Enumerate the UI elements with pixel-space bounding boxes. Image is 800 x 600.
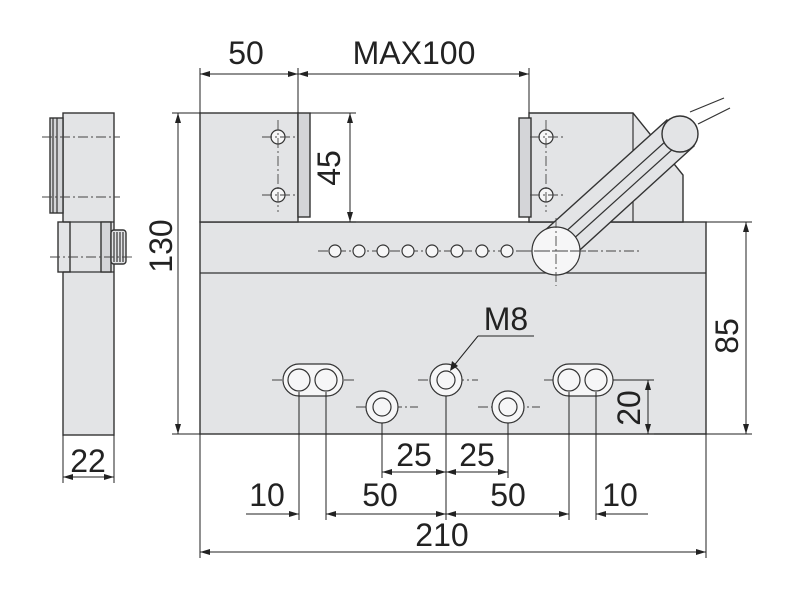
- vise-body: [199, 221, 707, 435]
- side-body: [62, 112, 115, 436]
- dim-hole-spacing: 10 50 50 10: [246, 477, 648, 517]
- dim-jaw-width: 50: [199, 35, 299, 113]
- fixed-jaw-plate: [297, 112, 311, 218]
- dim-pitch: 25 25: [382, 437, 508, 475]
- extension-lines: [199, 392, 707, 558]
- fixed-jaw: [199, 112, 299, 223]
- offset-right-label: 10: [602, 477, 638, 513]
- span-right-label: 50: [490, 477, 526, 513]
- dim-hole-height: 20: [611, 379, 706, 435]
- total-length-label: 210: [415, 517, 468, 553]
- thread-label: M8: [484, 301, 528, 337]
- side-view: [42, 112, 134, 436]
- dim-total-length: 210: [200, 517, 706, 555]
- mounting-holes: [272, 363, 620, 424]
- side-knurled-knob: [110, 229, 127, 265]
- dim-jaw-height: 45: [310, 112, 356, 223]
- side-thickness-label: 22: [70, 443, 106, 479]
- dim-body-height: 85: [706, 221, 752, 435]
- dim-side-thickness: 22: [62, 435, 115, 483]
- dim-thread: M8: [450, 301, 534, 371]
- clamp-lever: [522, 97, 731, 286]
- side-screw-housing: [57, 221, 71, 273]
- front-view: [199, 97, 731, 435]
- pitch-left-label: 25: [396, 437, 432, 473]
- hole-height-label: 20: [611, 390, 647, 426]
- total-height-label: 130: [143, 219, 179, 272]
- jaw-width-label: 50: [228, 35, 264, 71]
- jaw-screws: [262, 120, 564, 212]
- offset-left-label: 10: [249, 477, 285, 513]
- max-opening-label: MAX100: [353, 35, 476, 71]
- pitch-right-label: 25: [459, 437, 495, 473]
- dim-total-height: 130: [143, 112, 200, 435]
- dim-max-opening: MAX100: [298, 35, 530, 113]
- adjustment-holes: [318, 244, 640, 258]
- moving-jaw-plate: [518, 117, 532, 218]
- side-knob-base: [100, 221, 112, 273]
- jaw-height-label: 45: [311, 150, 347, 186]
- span-left-label: 50: [362, 477, 398, 513]
- body-height-label: 85: [709, 318, 745, 354]
